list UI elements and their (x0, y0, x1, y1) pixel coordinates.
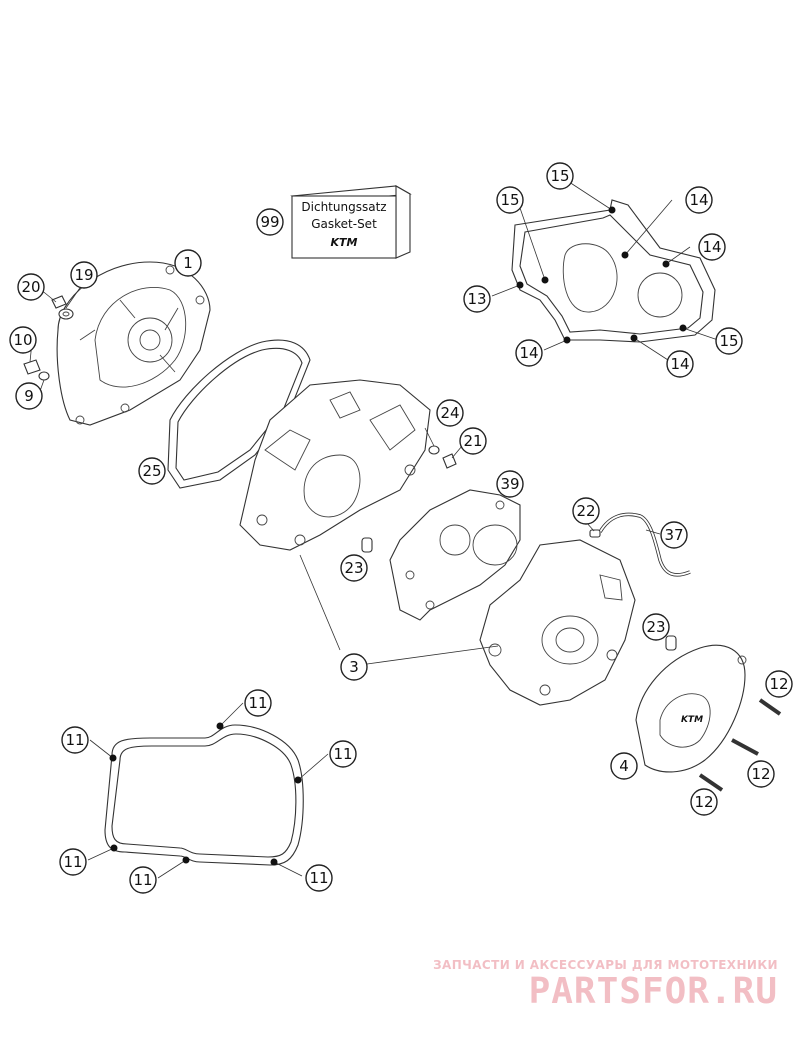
callout-23-left-label: 23 (344, 559, 363, 577)
callout-10-label: 10 (13, 331, 32, 349)
callout-11-bottom-left-label: 11 (63, 853, 82, 871)
callout-21-label: 21 (463, 432, 482, 450)
ignition-cover: KTM (635, 644, 747, 773)
callout-12-bottom: 12 (690, 788, 718, 816)
leader-lines (29, 177, 719, 879)
callout-20: 20 (17, 273, 45, 301)
callout-21: 21 (459, 427, 487, 455)
callout-12-top-label: 12 (769, 675, 788, 693)
right-crankcase (479, 539, 636, 706)
callout-11-bottom-right: 11 (305, 864, 333, 892)
callout-11-top-left-label: 11 (65, 731, 84, 749)
callout-25-label: 25 (142, 462, 161, 480)
clutch-cover (56, 261, 211, 426)
callout-12-middle: 12 (747, 760, 775, 788)
ktm-logo: KTM (331, 236, 358, 249)
callout-15-left-label: 15 (500, 191, 519, 209)
callout-22: 22 (572, 497, 600, 525)
callout-14-right-label: 14 (702, 238, 721, 256)
callout-11-bottom: 11 (129, 866, 157, 894)
right-cover-gasket (511, 199, 716, 343)
callout-4: 4 (610, 752, 638, 780)
callout-15-right-label: 15 (719, 332, 738, 350)
callout-19-label: 19 (74, 266, 93, 284)
callout-23-left: 23 (340, 554, 368, 582)
callout-37-label: 37 (664, 526, 683, 544)
center-gasket (389, 489, 521, 621)
callout-14-top: 14 (685, 186, 713, 214)
callout-15-right: 15 (715, 327, 743, 355)
screw-and-washer (428, 445, 457, 469)
cover-bolts (698, 698, 782, 792)
callout-25: 25 (138, 457, 166, 485)
callout-11-bottom-label: 11 (133, 871, 152, 889)
callout-11-bottom-left: 11 (59, 848, 87, 876)
callout-14-bottom-left: 14 (515, 339, 543, 367)
callout-9: 9 (15, 382, 43, 410)
gasket-hole-markers (109, 206, 687, 866)
callout-39-label: 39 (500, 475, 519, 493)
callout-10: 10 (9, 326, 37, 354)
callout-19: 19 (70, 261, 98, 289)
callout-99: 99 (256, 208, 284, 236)
watermark-brand: PARTSFOR.RU (528, 971, 778, 1012)
callout-11-right-label: 11 (333, 745, 352, 763)
callout-14-right: 14 (698, 233, 726, 261)
callout-1-label: 1 (183, 254, 193, 272)
callout-3-label: 3 (349, 658, 359, 676)
ignition-cover-gasket (104, 724, 304, 866)
small-parts-cover (23, 295, 74, 381)
dowel-pins (361, 537, 677, 651)
partsfor-watermark: ЗАПЧАСТИ И АКСЕССУАРЫ ДЛЯ МОТОТЕХНИКИ PA… (433, 958, 778, 1012)
callout-11-right: 11 (329, 740, 357, 768)
gasket-box-line2: Gasket-Set (311, 217, 377, 231)
callout-11-top: 11 (244, 689, 272, 717)
callout-4-label: 4 (619, 757, 629, 775)
callout-11-top-left: 11 (61, 726, 89, 754)
callout-12-bottom-label: 12 (694, 793, 713, 811)
callout-14-top-label: 14 (689, 191, 708, 209)
callout-3: 3 (340, 653, 368, 681)
callout-20-label: 20 (21, 278, 40, 296)
callout-13: 13 (463, 285, 491, 313)
callout-11-bottom-right-label: 11 (309, 869, 328, 887)
callout-12-top: 12 (765, 670, 793, 698)
callout-15-top-label: 15 (550, 167, 569, 185)
callout-15-top: 15 (546, 162, 574, 190)
callout-39: 39 (496, 470, 524, 498)
watermark-tagline: ЗАПЧАСТИ И АКСЕССУАРЫ ДЛЯ МОТОТЕХНИКИ (433, 958, 778, 972)
callout-24: 24 (436, 399, 464, 427)
callout-23-right: 23 (642, 613, 670, 641)
callout-11-top-label: 11 (248, 694, 267, 712)
callout-9-label: 9 (24, 387, 34, 405)
callout-13-label: 13 (467, 290, 486, 308)
ignition-cover-ktm-logo: KTM (681, 715, 703, 725)
callout-99-label: 99 (260, 213, 279, 231)
callout-12-middle-label: 12 (751, 765, 770, 783)
callout-23-right-label: 23 (646, 618, 665, 636)
callout-14-bottom-left-label: 14 (519, 344, 538, 362)
callout-14-bottom-right: 14 (666, 350, 694, 378)
callout-15-left: 15 (496, 186, 524, 214)
callout-14-bottom-right-label: 14 (670, 355, 689, 373)
callout-37: 37 (660, 521, 688, 549)
callout-24-label: 24 (440, 404, 459, 422)
gasket-set-box: Dichtungssatz Gasket-Set KTM (290, 185, 412, 259)
left-crankcase (239, 379, 431, 551)
callout-1: 1 (174, 249, 202, 277)
gasket-box-line1: Dichtungssatz (301, 200, 386, 214)
callout-22-label: 22 (576, 502, 595, 520)
